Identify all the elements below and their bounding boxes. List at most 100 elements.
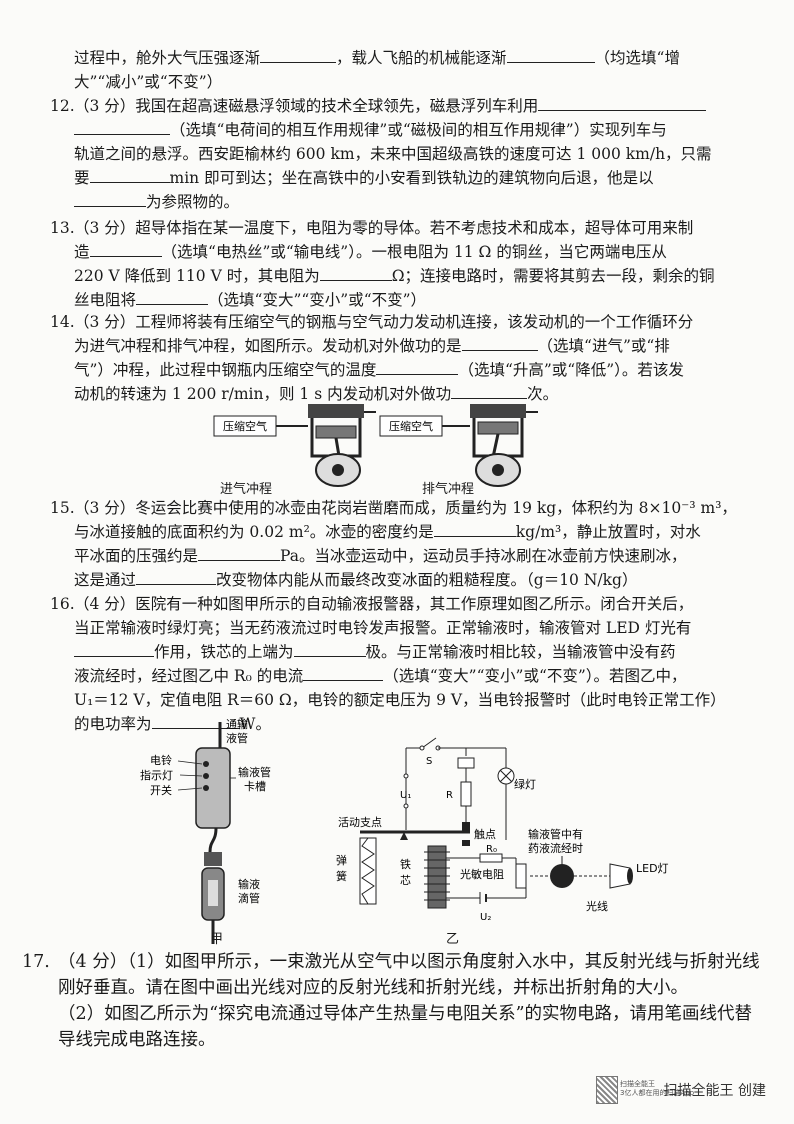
text: 大”“减小”或“不变”）	[74, 73, 223, 91]
light-ray-label: 光线	[586, 899, 608, 913]
question-number: 13.	[50, 219, 75, 237]
tube-label: 通输	[226, 717, 248, 731]
text: （3 分）工程师将装有压缩空气的钢瓶与空气动力发动机连接，该发动机的一个工作循环…	[74, 313, 694, 331]
text: U₁＝12 V，定值电阻 R＝60 Ω，电铃的额定电压为 9 V，当电铃报警时（…	[74, 691, 726, 709]
qr-caption-line: 3亿人都在用的扫描App	[620, 1089, 695, 1097]
answer-blank	[451, 384, 528, 399]
q13-line-1: （3 分）超导体指在某一温度下，电阻为零的导体。若不考虑技术和成本，超导体可用来…	[74, 218, 724, 238]
q16-line-2: 当正常输液时绿灯亮；当无药液流过时电铃发声报警。正常输液时，输液管对 LED 灯…	[74, 618, 724, 638]
text: 气”）冲程，此过程中钢瓶内压缩空气的温度	[74, 361, 377, 379]
q13-line-4: 丝电阻将 （选填“变大”“变小”或“不变”）	[74, 290, 724, 310]
compressed-air-label: 压缩空气	[223, 419, 267, 433]
text: 为参照物的。	[146, 193, 240, 211]
q12-line-5: 为参照物的。	[74, 192, 724, 212]
text: min 即可到达；坐在高铁中的小安看到铁轨边的建筑物向后退，他是以	[169, 169, 654, 187]
answer-blank	[538, 96, 707, 111]
drip-label: 输液	[238, 877, 260, 891]
text: （选填“进气”或“排	[537, 337, 670, 355]
spring-label: 簧	[336, 869, 347, 883]
answer-blank	[89, 168, 170, 183]
answer-blank	[303, 666, 384, 681]
answer-blank	[136, 290, 209, 305]
q17-line-1: （4 分）（1）如图甲所示，一束激光从空气中以图示角度射入水中，其反射光线与折射…	[58, 950, 778, 974]
infusion-alarm-device-figure: 通输 液管 电铃 指示灯 开关 输液管 卡槽 输液 滴管	[140, 717, 271, 944]
answer-blank	[151, 714, 240, 729]
q14-line-1: （3 分）工程师将装有压缩空气的钢瓶与空气动力发动机连接，该发动机的一个工作循环…	[74, 312, 724, 332]
bell-label: 电铃	[150, 753, 172, 767]
figure-caption: 甲	[210, 932, 224, 947]
text: 动机的转速为 1 200 r/min，则 1 s 内发动机对外做功	[74, 385, 452, 403]
text: 的电功率为	[74, 715, 152, 733]
text: kg/m³，静止放置时，对水	[515, 523, 701, 541]
figure-caption: 排气冲程	[422, 482, 475, 497]
resistor-r-label: R	[446, 790, 453, 801]
text: 轨道之间的悬浮。西安距榆林约 600 km，未来中国超级高铁的速度可达 1 00…	[74, 145, 712, 163]
q14-line-4: 动机的转速为 1 200 r/min，则 1 s 内发动机对外做功 次。	[74, 384, 724, 404]
text: 过程中，舱外大气压强逐渐	[74, 49, 261, 67]
text: （4 分）（1）如图甲所示，一束激光从空气中以图示角度射入水中，其反射光线与折射…	[58, 952, 760, 972]
text: 与冰道接触的底面积约为 0.02 m²。冰壶的密度约是	[74, 523, 434, 541]
question-number: 16.	[50, 595, 75, 613]
switch-label: 开关	[150, 783, 172, 797]
text: 造	[74, 243, 90, 261]
text: （均选填“增	[594, 49, 680, 67]
qr-caption-line: 扫描全能王	[620, 1080, 655, 1088]
q11-line-2: 大”“减小”或“不变”）	[74, 72, 724, 92]
q13-line-2: 造 （选填“电热丝”或“输电线”）。一根电阻为 11 Ω 的铜丝，当它两端电压从	[74, 242, 724, 262]
pivot-label: 活动支点	[338, 816, 382, 829]
q15-line-2: 与冰道接触的底面积约为 0.02 m²。冰壶的密度约是 kg/m³，静止放置时，对…	[74, 522, 724, 542]
question-number: 17.	[22, 952, 50, 972]
answer-blank	[74, 120, 170, 135]
qr-code-icon	[596, 1076, 618, 1104]
text: 导线完成电路连接。	[58, 1030, 216, 1050]
contact-label: 触点	[474, 827, 496, 841]
tube-note-label: 输液管中有	[528, 827, 583, 841]
q17-line-2: 刚好垂直。请在图中画出光线对应的反射光线和折射光线，并标出折射角的大小。	[58, 976, 778, 1000]
text: （选填“变大”“变小”或“不变”）。若图乙中，	[383, 667, 687, 685]
answer-blank	[74, 192, 146, 207]
text: 次。	[527, 385, 559, 403]
q14-line-2: 为进气冲程和排气冲程，如图所示。发动机对外做功的是 （选填“进气”或“排	[74, 336, 724, 356]
text: （选填“电荷间的相互作用规律”或“磁极间的相互作用规律”）实现列车与	[170, 121, 667, 139]
answer-blank	[461, 336, 538, 351]
q17-line-4: 导线完成电路连接。	[58, 1028, 778, 1052]
answer-blank	[293, 642, 366, 657]
question-number: 14.	[50, 313, 75, 331]
answer-blank	[260, 48, 337, 63]
text: （选填“变大”“变小”或“不变”）	[208, 291, 427, 309]
exhaust-stroke-diagram: 压缩空气	[379, 404, 538, 487]
q12-line-3: 轨道之间的悬浮。西安距榆林约 600 km，未来中国超级高铁的速度可达 1 00…	[74, 144, 724, 164]
figure-caption: 乙	[446, 932, 460, 947]
text: （选填“电热丝”或“输电线”）。一根电阻为 11 Ω 的铜丝，当它两端电压从	[161, 243, 667, 261]
q14-line-3: 气”）冲程，此过程中钢瓶内压缩空气的温度（选填“升高”或“降低”）。若该发	[74, 360, 724, 380]
text: （2）如图乙所示为“探究电流通过导体产生热量与电阻关系”的实物电路，请用笔画线代…	[58, 1004, 753, 1024]
core-label: 铁	[400, 858, 411, 871]
text: 作用，铁芯的上端为	[154, 643, 294, 661]
q16-line-4: 液流经时，经过图乙中 R₀ 的电流 （选填“变大”“变小”或“不变”）。若图乙中，	[74, 666, 724, 686]
answer-blank	[433, 522, 516, 537]
text: 丝电阻将	[74, 291, 137, 309]
q12-line-1: （3 分）我国在超高速磁悬浮领域的技术全球领先，磁悬浮列车利用	[74, 96, 724, 116]
figure-caption: 进气冲程	[220, 482, 273, 497]
text: 改变物体内能从而最终改变冰面的粗糙程度。（g＝10 N/kg）	[216, 571, 638, 589]
answer-blank	[136, 570, 217, 585]
answer-blank	[506, 48, 595, 63]
text: 为进气冲程和排气冲程，如图所示。发动机对外做功的是	[74, 337, 462, 355]
core-label: 芯	[400, 873, 411, 887]
text: 液流经时，经过图乙中 R₀ 的电流	[74, 667, 304, 685]
text: ，载人飞船的机械能逐渐	[336, 49, 507, 67]
u2-label: U₂	[480, 912, 491, 923]
question-number: 15.	[50, 499, 75, 517]
text: 220 V 降低到 110 V 时，其电阻为	[74, 267, 320, 285]
q12-line-2: （选填“电荷间的相互作用规律”或“磁极间的相互作用规律”）实现列车与	[74, 120, 724, 140]
switch-s-label: S	[426, 756, 432, 767]
answer-blank	[89, 242, 162, 257]
q16-line-5: U₁＝12 V，定值电阻 R＝60 Ω，电铃的额定电压为 9 V，当电铃报警时（…	[74, 690, 726, 710]
answer-blank	[74, 642, 154, 657]
text: 刚好垂直。请在图中画出光线对应的反射光线和折射光线，并标出折射角的大小。	[58, 978, 688, 998]
engine-figure: 压缩空气 压缩空气	[213, 404, 538, 487]
question-number: 12.	[50, 97, 75, 115]
